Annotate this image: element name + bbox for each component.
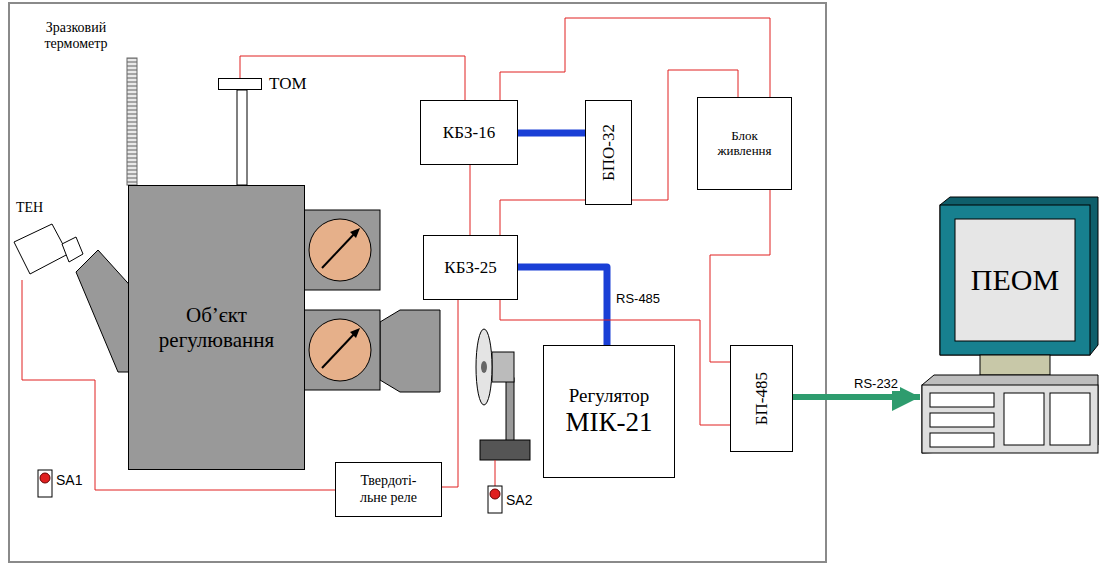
block-label: Блок живлення — [712, 129, 778, 159]
block-box: Об’єкт регулювання — [128, 185, 305, 470]
switch-button — [40, 473, 50, 483]
wire — [470, 165, 471, 235]
heater-neck — [62, 237, 83, 262]
heater-shape — [12, 222, 84, 280]
switch-button — [490, 489, 500, 499]
bus-cable — [518, 130, 585, 137]
block-box: БПО-32 — [585, 100, 632, 205]
gauge-housing — [300, 210, 380, 290]
gauge-housing — [300, 310, 380, 390]
switch-label: SA2 — [506, 492, 532, 508]
reference-thermometer — [127, 58, 137, 185]
monitor-screen — [955, 219, 1075, 341]
drive-bay — [1004, 393, 1044, 445]
bus-cable — [518, 267, 607, 345]
block-label: МІК-21 — [566, 407, 653, 438]
wire — [710, 190, 770, 362]
upper-gauge — [300, 210, 380, 290]
needle-head — [350, 228, 360, 238]
block-label: ТЕН — [16, 200, 43, 216]
gauge-dial — [309, 319, 371, 381]
block-box: ТОМ — [218, 78, 262, 90]
lower-gauge — [300, 310, 440, 392]
system-unit-top — [922, 375, 1098, 453]
switch-label: SA1 — [56, 472, 82, 488]
gauge-needle — [322, 232, 356, 268]
drive-bay — [930, 413, 994, 427]
thermometer-label: Зразковий термометр — [30, 20, 122, 52]
block-label: БПО-32 — [599, 124, 619, 181]
heater: ТЕН — [12, 222, 84, 280]
computer-shape — [920, 195, 1100, 457]
block-box: Блок живлення — [697, 97, 792, 190]
stand-panel — [9, 3, 826, 562]
switch-body — [38, 470, 52, 497]
block-label: КБЗ-16 — [443, 123, 495, 143]
block-label: Регулятор — [569, 385, 649, 407]
fan-post — [506, 378, 514, 442]
fan-base — [480, 440, 530, 460]
wire — [240, 56, 465, 100]
sensor-stem — [237, 90, 247, 185]
drive-bay — [1050, 393, 1090, 445]
interface-label: RS-485 — [614, 291, 662, 306]
gauge-needle — [322, 332, 356, 368]
block-box: КБЗ-25 — [423, 235, 518, 300]
computer: ПЕОМ — [920, 195, 1100, 457]
system-unit — [922, 385, 1098, 453]
wire — [500, 18, 770, 100]
heater-socket — [76, 250, 136, 372]
fan-motor — [492, 352, 514, 382]
fan-hub — [481, 361, 487, 373]
switch-body — [488, 486, 502, 513]
drive-bay — [930, 393, 994, 407]
block-label: Об’єкт регулювання — [129, 303, 304, 351]
interface-label: RS-232 — [852, 376, 900, 391]
heater-cap — [14, 224, 68, 274]
gauge-dial — [309, 219, 371, 281]
block-box: БП-485 — [730, 345, 793, 452]
block-label: ТОМ — [269, 74, 307, 94]
block-label: ПЕОМ — [955, 219, 1075, 341]
monitor-frame — [940, 205, 1090, 355]
needle-head — [350, 328, 360, 338]
gauge-valve — [380, 310, 440, 392]
switch-sa2 — [488, 486, 502, 513]
drive-bay — [930, 433, 994, 447]
fan-wire — [495, 460, 496, 486]
block-label: КБЗ-25 — [444, 258, 496, 278]
fan — [476, 329, 530, 460]
block-box: РегуляторМІК-21 — [543, 345, 675, 478]
block-box: КБЗ-16 — [420, 100, 518, 165]
block-box: Твердоті- льне реле — [335, 462, 442, 517]
block-label: Твердоті- льне реле — [351, 473, 427, 505]
monitor-stand — [980, 355, 1050, 375]
block-label: БП-485 — [752, 372, 772, 425]
monitor-back — [940, 197, 1098, 355]
fan-blade — [476, 329, 492, 405]
serial-link-arrow — [793, 394, 920, 400]
wire — [442, 300, 458, 487]
switch-sa1 — [38, 470, 52, 497]
